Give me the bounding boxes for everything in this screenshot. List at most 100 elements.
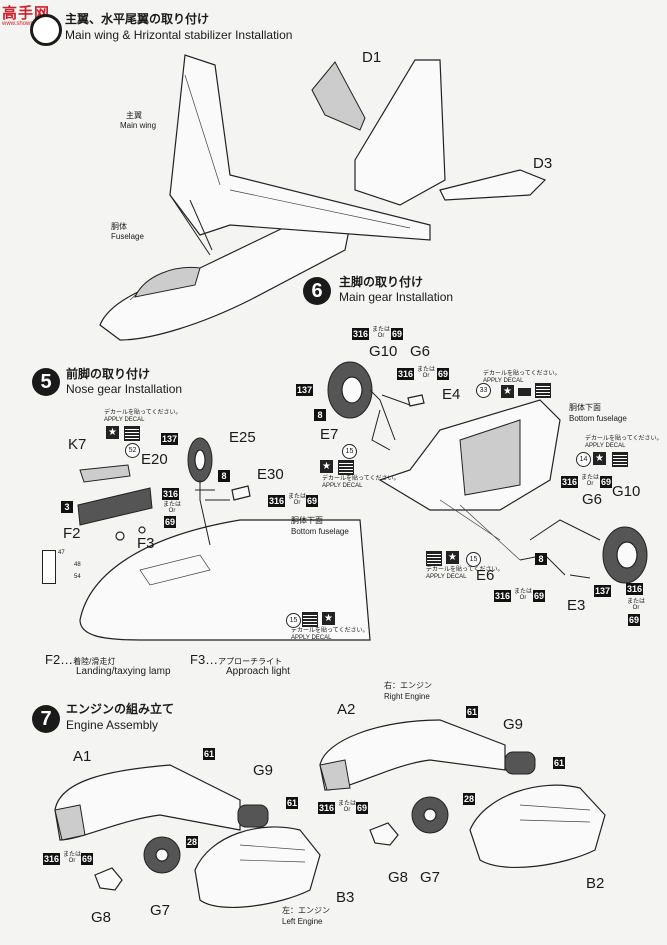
main-wing-drawing bbox=[169, 54, 431, 241]
bottom-fuselage-en-6: Bottom fuselage bbox=[569, 414, 627, 423]
part-g7-b: G7 bbox=[420, 869, 441, 886]
color-137-b: 137 bbox=[594, 585, 612, 597]
apply-decal-jp-f: デカールを貼ってください。 bbox=[291, 628, 369, 634]
decal-52: 52 bbox=[125, 443, 140, 458]
apply-decal-en-f: APPLY DECAL bbox=[291, 635, 332, 641]
color-61-b: 61 bbox=[286, 797, 299, 809]
engine-tube-g9-right bbox=[504, 751, 536, 775]
nacelle-b3-drawing bbox=[194, 826, 321, 909]
decal-15: 15 bbox=[286, 613, 301, 628]
color-316-5b: 316 bbox=[268, 495, 286, 507]
note-f2-jp: 着陸/滑走灯 bbox=[73, 657, 116, 666]
part-e7: E7 bbox=[320, 426, 339, 443]
apply-decal-jp-c: デカールを貼ってください。 bbox=[322, 476, 400, 482]
decal-54: 54 bbox=[74, 574, 81, 580]
engine-tube-g9-left bbox=[237, 804, 269, 828]
color-316-d: 316 bbox=[494, 590, 512, 602]
apply-decal-en-a: APPLY DECAL bbox=[483, 378, 524, 384]
step-4-title-en: Main wing & Hrizontal stabilizer Install… bbox=[65, 28, 293, 42]
color-69-c: 69 bbox=[600, 476, 613, 488]
part-g9-a: G9 bbox=[253, 762, 274, 779]
step-4-badge bbox=[30, 14, 62, 46]
color-69-e: 69 bbox=[628, 614, 641, 626]
part-g10-a: G10 bbox=[369, 343, 398, 360]
part-g6-b: G6 bbox=[582, 491, 603, 508]
color-69-5b: 69 bbox=[306, 495, 319, 507]
color-3: 3 bbox=[61, 501, 73, 513]
part-e20: E20 bbox=[141, 451, 168, 468]
apply-decal-en-e: APPLY DECAL bbox=[104, 417, 145, 423]
color-316-c: 316 bbox=[561, 476, 579, 488]
color-69-a: 69 bbox=[391, 328, 404, 340]
color-28-a: 28 bbox=[186, 836, 199, 848]
part-g8-a: G8 bbox=[91, 909, 112, 926]
decal-48: 48 bbox=[74, 562, 81, 568]
vertical-tail-d1-drawing bbox=[311, 61, 366, 131]
step-6-title-jp: 主脚の取り付け bbox=[339, 275, 424, 289]
decal-14: 14 bbox=[576, 452, 591, 467]
nacelle-b2-drawing bbox=[469, 784, 606, 869]
color-316-b: 316 bbox=[397, 368, 415, 380]
star-decal-icon-d: ★ bbox=[446, 551, 459, 564]
left-engine-en: Left Engine bbox=[282, 917, 323, 926]
gear-bay-e20 bbox=[77, 487, 153, 526]
part-d3: D3 bbox=[533, 155, 553, 172]
color-69-7a: 69 bbox=[81, 853, 94, 865]
star-decal-icon-f: ★ bbox=[322, 612, 335, 625]
color-69-d: 69 bbox=[533, 590, 546, 602]
color-61-d: 61 bbox=[553, 757, 566, 769]
stripe-decal-icon-a bbox=[535, 383, 551, 398]
apply-decal-jp-d: デカールを貼ってください。 bbox=[426, 567, 504, 573]
part-a2: A2 bbox=[337, 701, 356, 718]
bottom-fuselage-en-5: Bottom fuselage bbox=[291, 527, 349, 536]
color-137: 137 bbox=[161, 433, 179, 445]
fuselage-label-jp: 胴体 bbox=[111, 222, 127, 231]
step-5-title-en: Nose gear Installation bbox=[66, 382, 183, 396]
step-5-badge: 5 bbox=[32, 368, 60, 396]
part-e6: E6 bbox=[476, 567, 495, 584]
part-f3: F3 bbox=[137, 535, 155, 552]
stripe-decal-icon-f bbox=[302, 612, 318, 627]
main-wing-label-en: Main wing bbox=[120, 121, 157, 130]
color-316-5a: 316 bbox=[162, 488, 180, 500]
note-f2-en: Landing/taxying lamp bbox=[76, 666, 171, 677]
apply-decal-jp-e: デカールを貼ってください。 bbox=[104, 410, 182, 416]
decal-sheet-icon bbox=[42, 550, 56, 584]
note-f2: F2…着陸/滑走灯 bbox=[45, 652, 116, 667]
part-g10-b: G10 bbox=[612, 483, 641, 500]
note-f2-key: F2… bbox=[45, 652, 74, 667]
part-e3: E3 bbox=[567, 597, 586, 614]
color-8-b: 8 bbox=[535, 553, 547, 565]
color-61-c: 61 bbox=[466, 706, 479, 718]
canopy-drawing bbox=[134, 266, 201, 298]
color-8: 8 bbox=[218, 470, 230, 482]
decal-15-b: 15 bbox=[466, 552, 481, 567]
gear-door-e30 bbox=[231, 485, 251, 501]
note-f3-jp: アプローチライト bbox=[218, 657, 283, 666]
right-engine-a2-drawing bbox=[319, 719, 506, 791]
part-k7: K7 bbox=[68, 436, 87, 453]
star-decal-icon-b: ★ bbox=[593, 452, 606, 465]
right-engine-jp: 右：エンジン bbox=[384, 681, 432, 690]
star-decal-icon-c: ★ bbox=[320, 460, 333, 473]
star-decal-icon-e: ★ bbox=[106, 426, 119, 439]
note-f3: F3…アプローチライト bbox=[190, 652, 283, 667]
part-e30: E30 bbox=[257, 466, 284, 483]
stripe-decal-icon-d bbox=[426, 551, 442, 566]
part-d1: D1 bbox=[362, 49, 382, 66]
apply-decal-en-b: APPLY DECAL bbox=[585, 443, 626, 449]
color-316-a: 316 bbox=[352, 328, 370, 340]
part-b2: B2 bbox=[586, 875, 605, 892]
fuselage-drawing bbox=[99, 214, 351, 341]
step-7-title-en: Engine Assembly bbox=[66, 718, 159, 732]
star-decal-icon-a: ★ bbox=[501, 385, 514, 398]
